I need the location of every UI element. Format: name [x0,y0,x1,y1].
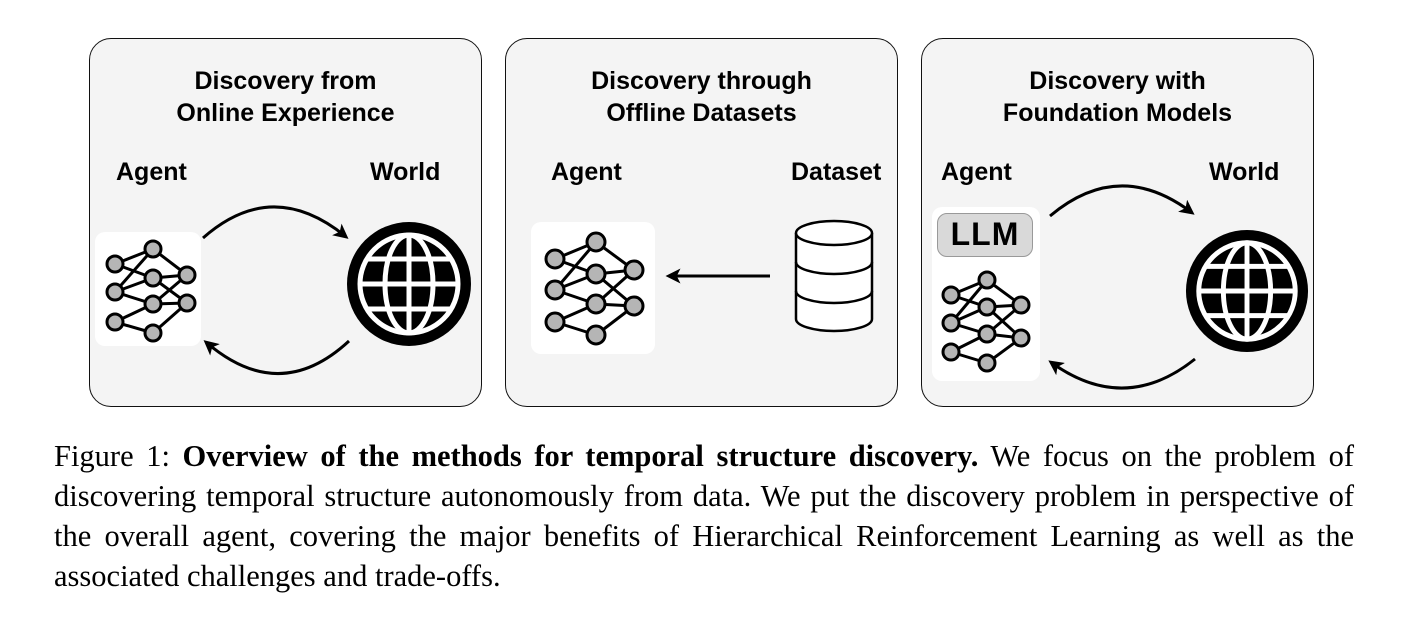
neural-network-icon [105,239,197,343]
caption-prefix: Figure 1: [54,439,183,473]
caption-bold: Overview of the methods for temporal str… [182,439,979,473]
agent-label: Agent [551,158,622,186]
panel-title-line2: Foundation Models [1002,99,1233,127]
globe-icon [345,220,473,348]
panel-title: Discovery through Offline Datasets [506,65,897,129]
panel-title-line1: Discovery from [194,67,377,95]
panel-title-line1: Discovery through [591,67,812,95]
panel-offline-datasets: Discovery through Offline Datasets Agent… [505,38,898,407]
neural-network-icon [544,231,645,346]
database-icon [792,219,876,337]
world-label: World [1209,158,1280,186]
dataset-label: Dataset [791,158,882,186]
panel-title-line2: Offline Datasets [606,99,797,127]
panel-title: Discovery from Online Experience [90,65,481,129]
agent-label: Agent [116,158,187,186]
panel-title-line1: Discovery with [1029,67,1206,95]
globe-icon [1184,228,1310,354]
agent-network-card [95,232,201,346]
caption-text: We focus on the problem of discovering t… [54,439,1354,593]
agent-network-card: LLM [932,207,1040,381]
panel-title-line2: Online Experience [176,99,395,127]
agent-label: Agent [941,158,1012,186]
llm-badge: LLM [937,213,1033,257]
panel-title: Discovery with Foundation Models [922,65,1313,129]
panel-online-experience: Discovery from Online Experience Agent W… [89,38,482,407]
agent-network-card [531,222,655,354]
figure-caption: Figure 1: Overview of the methods for te… [54,436,1354,596]
world-label: World [370,158,441,186]
neural-network-icon [941,270,1031,373]
panel-foundation-models: Discovery with Foundation Models Agent W… [921,38,1314,407]
